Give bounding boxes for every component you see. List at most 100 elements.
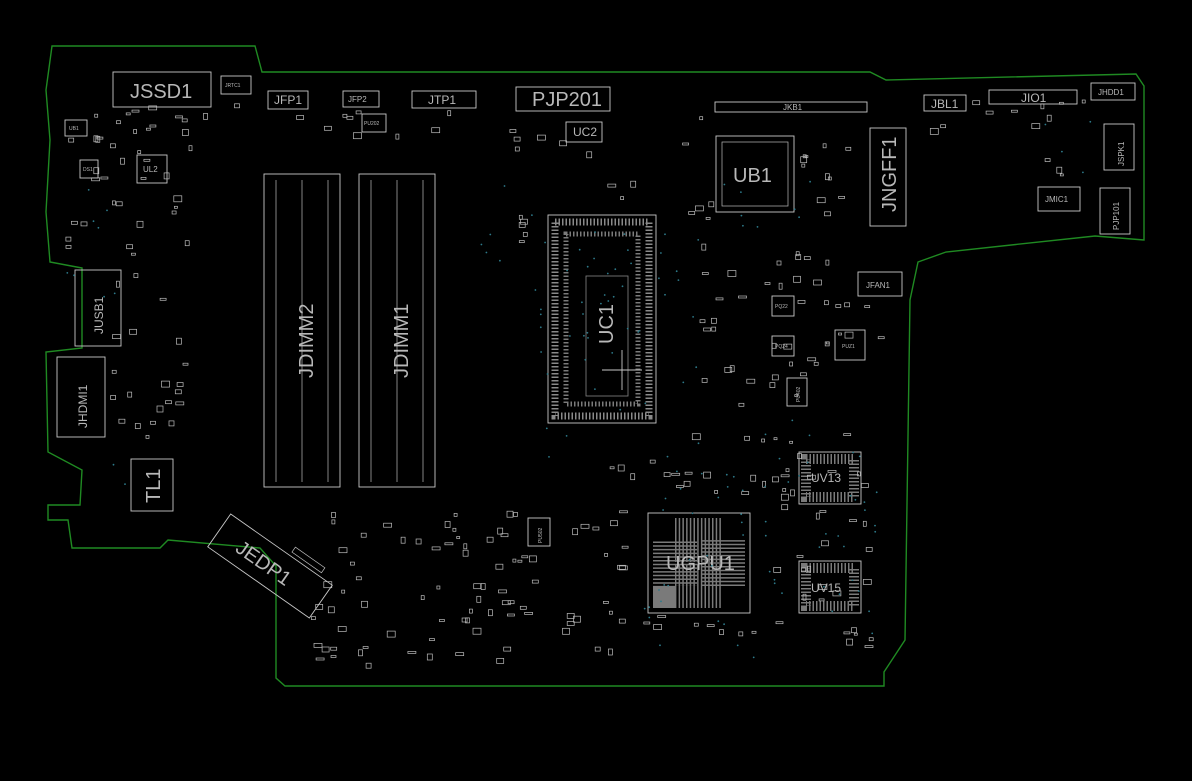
smd-pad [822, 143, 827, 149]
via [578, 248, 581, 251]
smd-pad [827, 176, 832, 181]
via [756, 226, 759, 228]
smd-pad [746, 378, 756, 384]
via [676, 470, 678, 473]
smd-pad [518, 222, 526, 228]
via [825, 533, 827, 535]
via [659, 644, 661, 647]
via [725, 473, 728, 476]
smd-pad [761, 438, 765, 443]
via [565, 435, 568, 437]
smd-pad [116, 120, 121, 125]
smd-pad [455, 652, 465, 656]
smd-pad [184, 240, 190, 247]
ugpu1-balls [653, 518, 745, 608]
smd-pad [693, 622, 699, 627]
smd-pad [649, 459, 656, 464]
smd-pad [431, 127, 441, 134]
jdimm1-label: JDIMM1 [391, 304, 413, 378]
smd-pad [621, 545, 629, 549]
smd-pad [738, 402, 745, 407]
smd-pad [136, 220, 144, 228]
jhdmi1-label: JHDMI1 [76, 384, 90, 428]
smd-pad [514, 146, 520, 152]
via [742, 224, 744, 227]
via [723, 183, 726, 186]
vias [66, 120, 1092, 659]
smd-pad [676, 485, 684, 488]
smd-pad [501, 600, 511, 606]
via [809, 180, 811, 183]
smd-pad [476, 595, 482, 603]
smd-pad [469, 608, 473, 614]
smd-pad [653, 624, 662, 630]
smd-pad [683, 480, 691, 487]
smd-pad [321, 646, 330, 653]
smd-pad [360, 532, 367, 538]
smd-pad [715, 297, 724, 301]
via [603, 294, 606, 296]
via [1061, 150, 1063, 153]
ul2-outline [136, 154, 168, 184]
smd-pad [671, 472, 681, 476]
via [664, 233, 666, 236]
ub1-small-label: UB1 [69, 126, 79, 132]
via [664, 497, 667, 500]
smd-pad [341, 589, 346, 594]
smd-pad [865, 547, 873, 552]
smd-pad [415, 538, 422, 545]
smd-pad [497, 527, 504, 535]
pjp101-label: PJP101 [1112, 201, 1121, 230]
via [619, 408, 622, 411]
via [658, 277, 660, 280]
smd-pad [783, 343, 793, 350]
uv13-balls [801, 454, 859, 502]
smd-pad [520, 218, 528, 225]
ugpu1-label: UGPU1 [666, 553, 735, 575]
via [499, 259, 501, 262]
via [586, 331, 589, 334]
smd-pad [843, 433, 852, 436]
pjp101-outline [1099, 187, 1131, 235]
uc1-outline [547, 214, 657, 424]
smd-pad [706, 624, 715, 627]
via [594, 388, 596, 390]
smd-pad [790, 489, 795, 497]
pu402-outline [786, 377, 808, 407]
via [124, 483, 126, 485]
pjp201-outline [515, 86, 611, 112]
smd-pad [331, 519, 336, 525]
via [648, 616, 651, 619]
jrtc1-label: JRTC1 [225, 83, 241, 89]
smd-pad [801, 567, 806, 573]
smd-pad [727, 270, 737, 277]
via [594, 231, 596, 234]
smd-pad [131, 252, 136, 256]
smd-pad [462, 549, 469, 557]
smd-pad [711, 317, 717, 324]
via [787, 481, 790, 483]
via [798, 216, 800, 219]
smd-pad [773, 437, 778, 441]
via [660, 600, 662, 603]
smd-pad [486, 536, 494, 543]
smd-pad [522, 232, 528, 237]
smd-pad [355, 110, 362, 115]
smd-pad [480, 583, 486, 590]
smd-pad [824, 300, 829, 306]
via [677, 279, 680, 281]
puz1-label: PUZ1 [842, 344, 855, 350]
puz1-outline [834, 329, 866, 361]
via [548, 456, 550, 458]
smd-pad [630, 180, 637, 188]
smd-pad [688, 211, 696, 215]
jbl1-label: JBL1 [931, 97, 959, 111]
via [621, 285, 624, 288]
smd-pad [429, 638, 435, 641]
jmic1-label: JMIC1 [1045, 195, 1069, 204]
via [638, 329, 641, 332]
smd-pad [985, 110, 994, 115]
smd-pad [353, 132, 362, 140]
smd-pad [517, 559, 523, 563]
pu502-label: PU502 [538, 527, 544, 543]
